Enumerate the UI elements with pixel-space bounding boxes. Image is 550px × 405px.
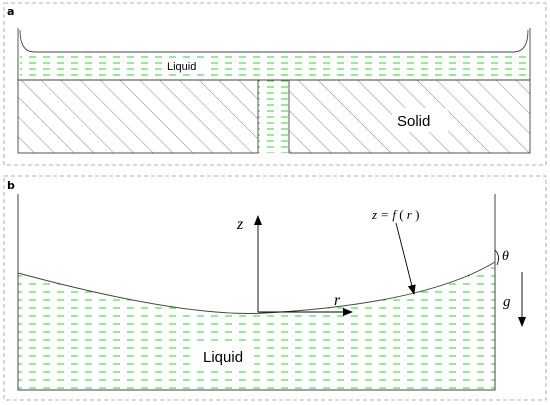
panel-b: b z r z = f ( r ) θ g Liquid: [3, 175, 547, 401]
surface-equation-lhs: z = f: [371, 207, 398, 222]
panel-b-frame: [3, 175, 547, 401]
panel-a-liquid-label: Liquid: [167, 61, 196, 73]
panel-a-frame: [3, 2, 547, 166]
surface-equation: z = f ( r ): [371, 207, 419, 222]
surface-equation-arg: r: [407, 207, 413, 222]
panel-a-solid-left: [17, 79, 259, 154]
panel-a-liquid-surface: [19, 29, 529, 53]
panel-b-label: b: [7, 179, 15, 192]
gravity-label: g: [503, 294, 511, 310]
panel-a-label: a: [7, 5, 14, 18]
surface-equation-close-paren: ): [415, 207, 419, 222]
surface-pointer-arrow: [395, 222, 416, 295]
panel-b-container: [17, 194, 496, 391]
panel-a-liquid-label-bg: [164, 59, 206, 73]
panel-b-liquid-surface: [17, 261, 496, 314]
contact-angle-label: θ: [502, 249, 509, 264]
panel-a-liquid: [20, 52, 528, 153]
panel-b-liquid: [18, 262, 495, 390]
panel-b-liquid-label: Liquid: [203, 349, 243, 366]
r-axis-label: r: [334, 292, 341, 309]
z-axis-label: z: [236, 216, 244, 233]
panel-a-solid-label-bg: [392, 108, 448, 132]
panel-a: a Solid Liquid: [3, 2, 547, 166]
surface-equation-open-paren: (: [399, 207, 403, 222]
panel-b-liquid-label-bg: [196, 345, 254, 367]
contact-angle-arc: [494, 249, 499, 266]
panel-a-solid-label: Solid: [397, 113, 430, 130]
